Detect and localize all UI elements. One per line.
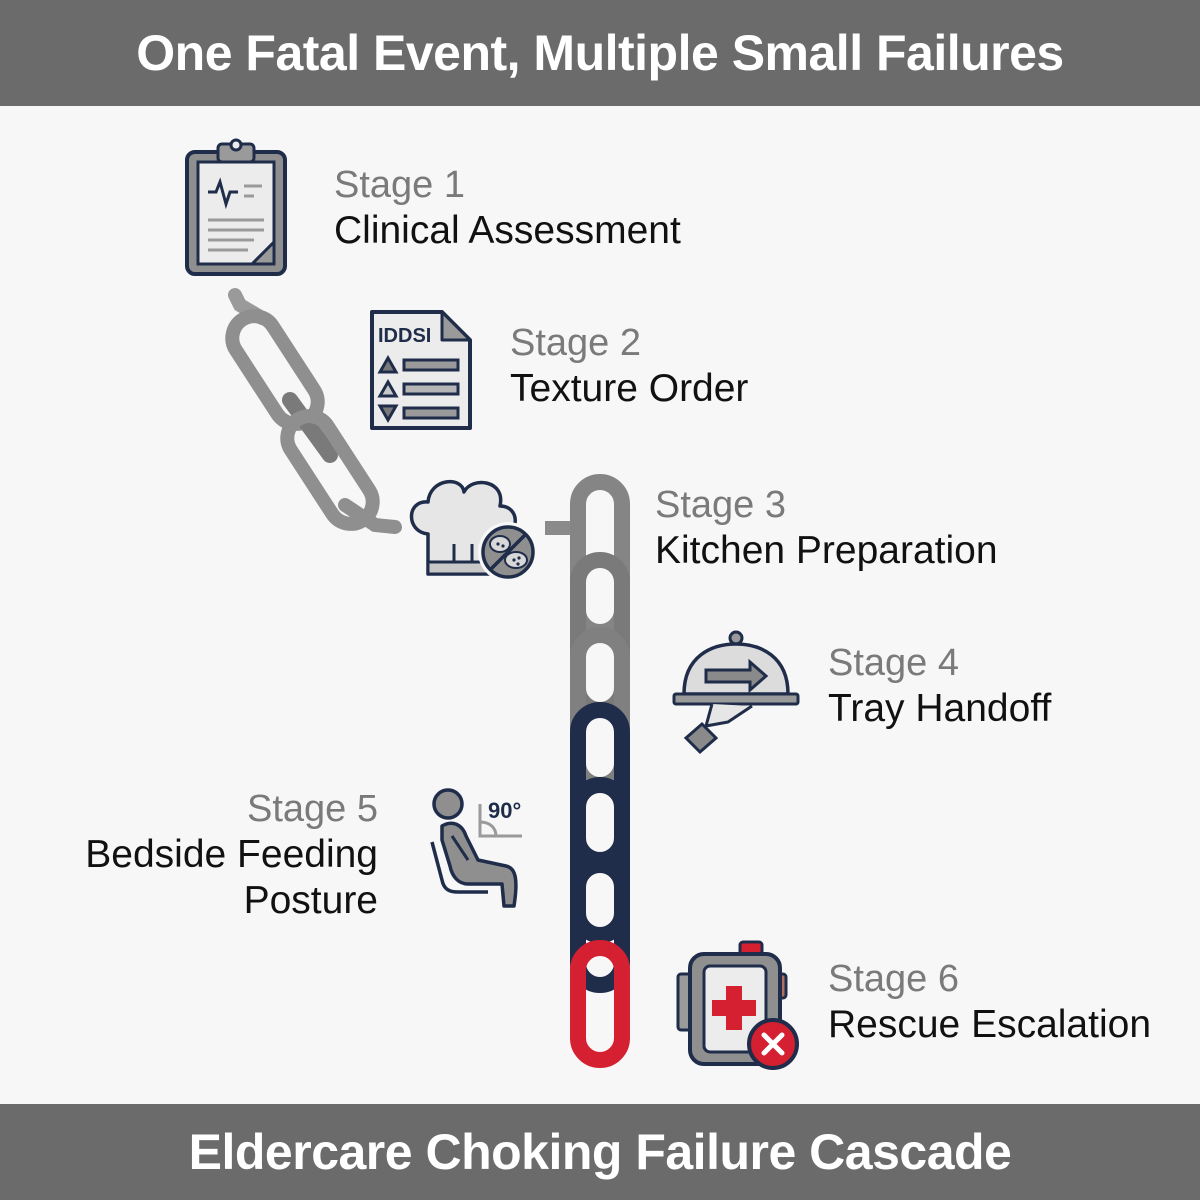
stage-name: Clinical Assessment [334,209,681,252]
stage-2: Stage 2 Texture Order [510,320,748,412]
chain-link [570,940,630,1068]
stage-4: Stage 4 Tray Handoff [828,640,1051,732]
chain-link [570,857,630,993]
stage-name-line1: Bedside Feeding [85,833,378,876]
header-banner: One Fatal Event, Multiple Small Failures [0,0,1200,106]
angle-label: 90° [488,798,521,823]
stage-name-line2: Posture [243,879,378,922]
stage-name: Rescue Escalation [828,1003,1152,1046]
stage-3: Stage 3 Kitchen Preparation [655,482,998,574]
diagonal-chain [225,288,402,534]
stage-number: Stage 1 [334,164,465,206]
header-title: One Fatal Event, Multiple Small Failures [136,25,1064,81]
chef-hat-no-solids-icon [409,479,538,582]
first-aid-kit-failed-icon [676,940,799,1070]
stage-name: Tray Handoff [828,687,1052,730]
stage-name: Texture Order [510,367,749,410]
stage-number: Stage 2 [510,322,641,364]
iddsi-label: IDDSI [378,325,431,347]
chain-link [338,498,402,534]
vertical-chain [570,474,630,1068]
stage-5: Stage 5 Bedside Feeding Posture [85,786,378,924]
chain-link [282,392,338,463]
footer-title: Eldercare Choking Failure Cascade [188,1124,1012,1180]
stage-number: Stage 4 [828,642,959,684]
serving-tray-icon [672,630,800,755]
iddsi-document-icon: IDDSI [370,310,472,430]
stage-number: Stage 3 [655,484,786,526]
stage-6: Stage 6 Rescue Escalation [828,956,1151,1048]
stage-1: Stage 1 Clinical Assessment [334,162,681,254]
footer-banner: Eldercare Choking Failure Cascade [0,1104,1200,1200]
stage-number: Stage 6 [828,958,959,1000]
chain-link [570,777,630,943]
stage-number: Stage 5 [247,788,378,830]
seated-posture-icon: 90° [430,788,522,908]
stage-name: Kitchen Preparation [655,529,998,572]
clipboard-icon [185,138,287,276]
